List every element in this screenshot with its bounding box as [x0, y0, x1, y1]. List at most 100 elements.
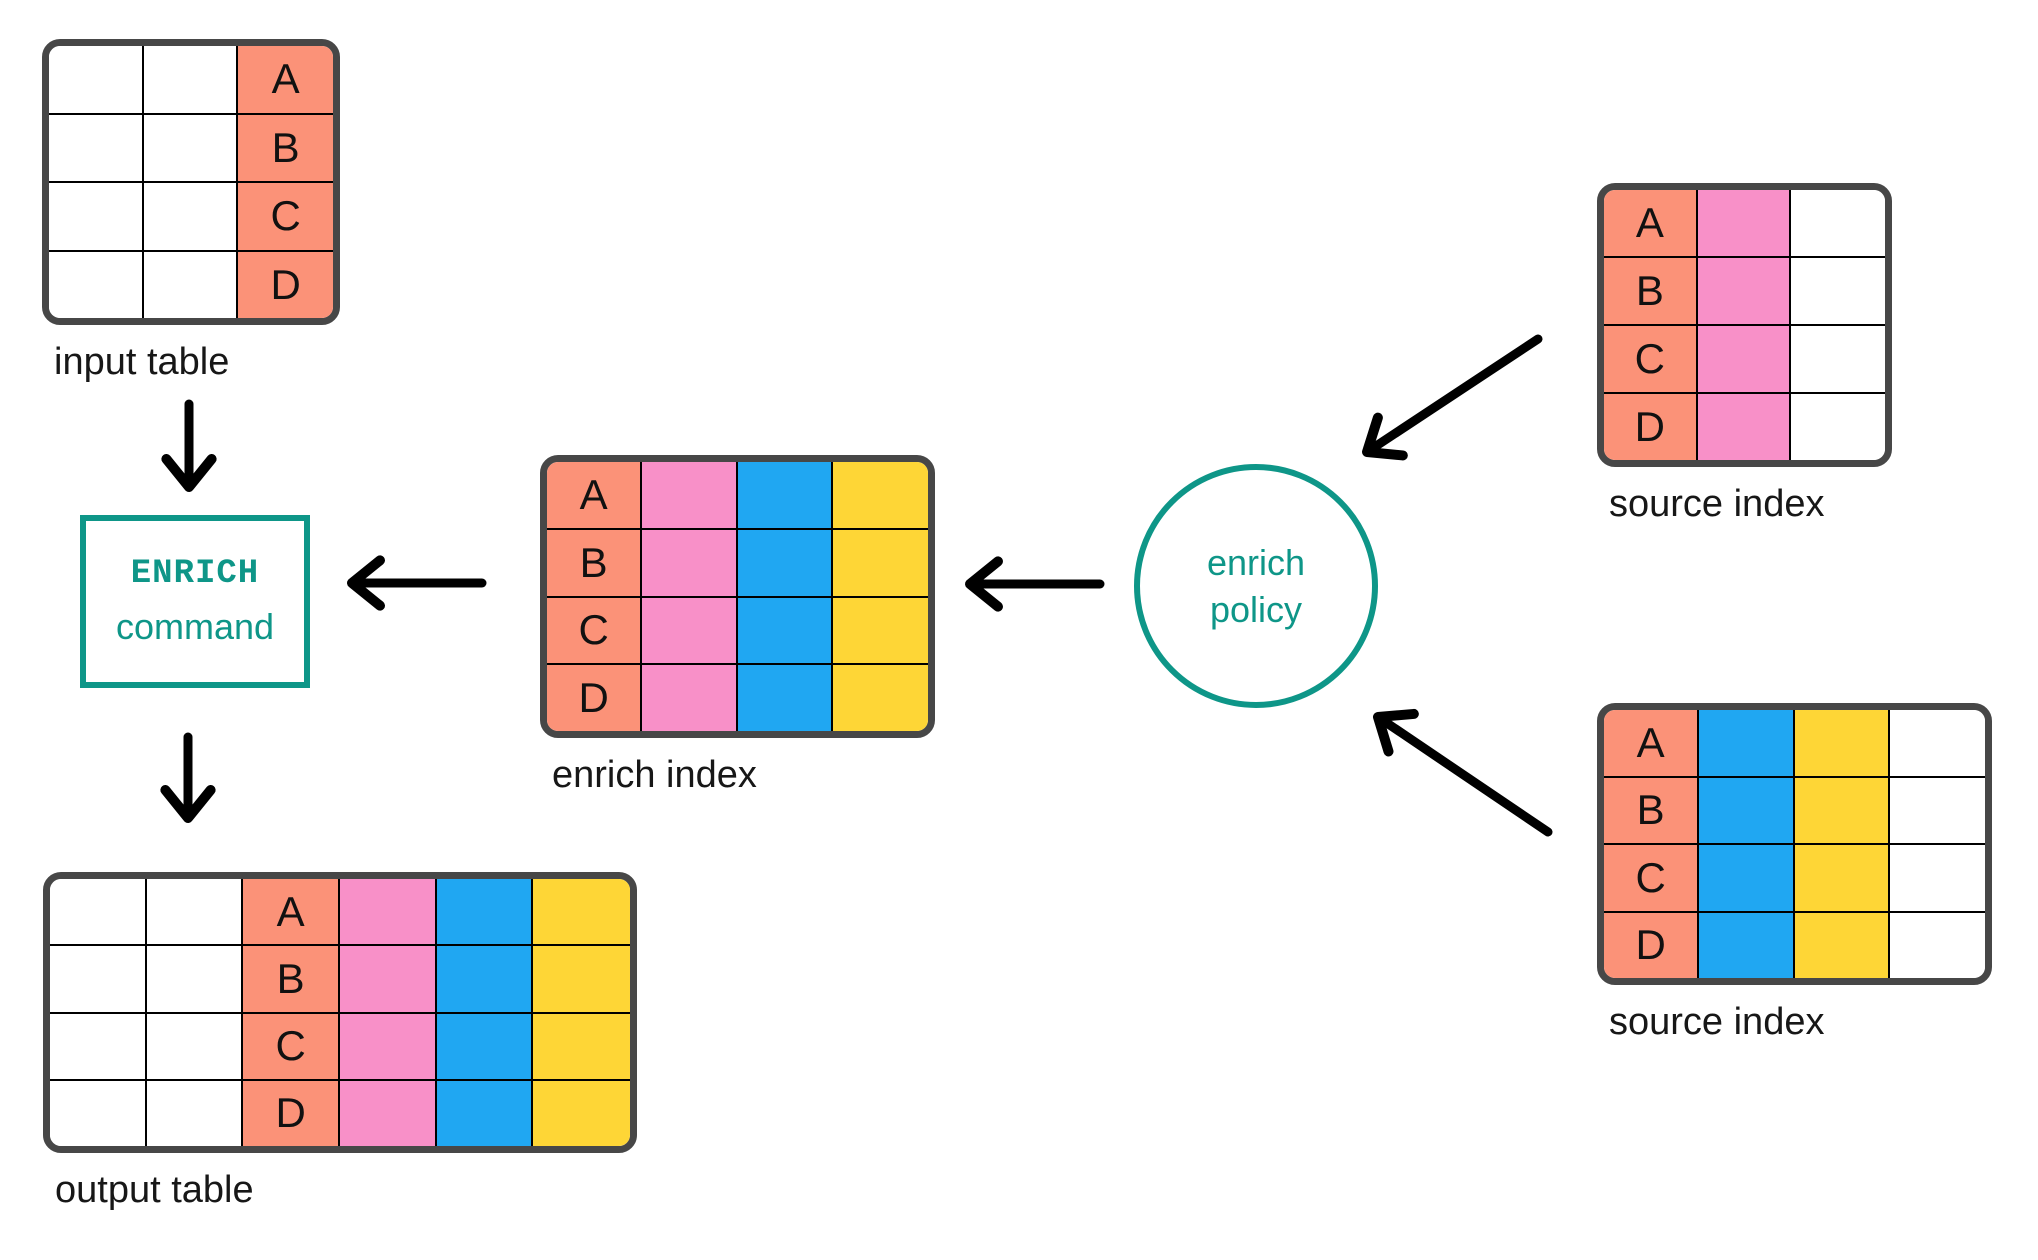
source-index-top-cell-r3c3 — [1791, 326, 1885, 394]
enrich-index-cell-r1c4 — [832, 462, 928, 530]
source-index-bottom-cell-r4c1: D — [1604, 912, 1700, 978]
arrow-source-index-top-to-enrich-policy — [1362, 334, 1543, 461]
output-table-cell-r4c1 — [50, 1080, 147, 1146]
source-index-top-cell-r3c1: C — [1604, 326, 1698, 394]
enrich-command-box: ENRICH command — [80, 515, 310, 688]
source-index-bottom-cell-r3c4 — [1889, 845, 1985, 913]
source-index-bottom-cell-r1c2 — [1699, 710, 1795, 778]
output-table-cell-r1c6 — [533, 879, 630, 947]
enrich-index-cell-r3c2 — [642, 597, 738, 666]
output-table-cell-r3c4 — [339, 1013, 437, 1081]
output-table-cell-r4c5 — [436, 1080, 534, 1146]
output-table-cell-r1c3: A — [243, 879, 340, 947]
source-index-bottom-cell-r2c3 — [1794, 777, 1890, 845]
output-table-cell-r1c1 — [50, 879, 147, 947]
input-table-label: input table — [54, 341, 230, 383]
enrich-index-cell-r4c1: D — [547, 665, 643, 731]
input-table-cell-r1c3: A — [238, 46, 333, 115]
input-table-cell-r4c1 — [49, 251, 144, 318]
input-table-cell-r2c1 — [49, 114, 144, 183]
source-index-bottom-cell-r2c4 — [1889, 777, 1985, 845]
source-index-top-cell-r1c2 — [1697, 190, 1792, 258]
input-table-cell-r2c2 — [143, 114, 239, 183]
source-index-bottom-cell-r3c1: C — [1604, 845, 1700, 913]
output-table-cell-r3c3: C — [243, 1013, 340, 1081]
output-table-cell-r4c4 — [339, 1080, 437, 1146]
output-table-cell-r3c6 — [533, 1013, 630, 1081]
output-table-cell-r3c5 — [436, 1013, 534, 1081]
source-index-bottom-cell-r4c2 — [1699, 912, 1795, 978]
enrich-index-cell-r3c4 — [832, 597, 928, 666]
source-index-bottom-cell-r3c2 — [1699, 845, 1795, 913]
enrich-command-word: command — [115, 606, 275, 647]
enrich-policy-circle: enrich policy — [1134, 464, 1378, 708]
output-table-cell-r4c2 — [146, 1080, 244, 1146]
source-index-top-cell-r4c2 — [1697, 394, 1792, 460]
source-index-top-label: source index — [1609, 483, 1825, 525]
enrich-index-cell-r2c3 — [737, 529, 833, 598]
source-index-bottom-cell-r4c4 — [1889, 912, 1985, 978]
enrich-index-cell-r4c3 — [737, 665, 833, 731]
output-table-cell-r1c4 — [339, 879, 437, 947]
output-table-cell-r3c1 — [50, 1013, 147, 1081]
input-table-cell-r3c2 — [143, 183, 239, 252]
enrich-index-cell-r2c4 — [832, 529, 928, 598]
input-table-cell-r1c1 — [49, 46, 144, 115]
source-index-bottom-cell-r1c1: A — [1604, 710, 1700, 778]
arrow-enrich-command-to-output-table — [160, 732, 216, 823]
input-table-cell-r1c2 — [143, 46, 239, 115]
source-index-top-cell-r1c1: A — [1604, 190, 1698, 258]
source-index-bottom-cell-r1c4 — [1889, 710, 1985, 778]
input-table-cell-r2c3: B — [238, 114, 333, 183]
source-index-bottom-cell-r1c3 — [1794, 710, 1890, 778]
output-table-cell-r2c3: B — [243, 946, 340, 1014]
source-index-top-cell-r4c1: D — [1604, 394, 1698, 460]
arrow-enrich-index-to-enrich-command — [347, 555, 487, 611]
output-table-cell-r2c6 — [533, 946, 630, 1014]
output-table-cell-r2c5 — [436, 946, 534, 1014]
source-index-top-cell-r3c2 — [1697, 326, 1792, 394]
output-table-cell-r4c3: D — [243, 1080, 340, 1146]
source-index-bottom-cell-r4c3 — [1794, 912, 1890, 978]
enrich-command-keyword: ENRICH — [130, 555, 260, 593]
enrich-index-cell-r2c2 — [642, 529, 738, 598]
enrich-index-cell-r4c4 — [832, 665, 928, 731]
source-index-top-cell-r4c3 — [1791, 394, 1885, 460]
output-table-cell-r4c6 — [533, 1080, 630, 1146]
enrich-index-cell-r2c1: B — [547, 529, 643, 598]
output-table-cell-r2c4 — [339, 946, 437, 1014]
input-table-cell-r4c2 — [143, 251, 239, 318]
input-table-cell-r4c3: D — [238, 251, 333, 318]
enrich-index-cell-r1c3 — [737, 462, 833, 530]
source-index-bottom-cell-r2c1: B — [1604, 777, 1700, 845]
enrich-index-cell-r4c2 — [642, 665, 738, 731]
enrich-index-cell-r3c3 — [737, 597, 833, 666]
enrich-index-cell-r3c1: C — [547, 597, 643, 666]
source-index-bottom-cell-r3c3 — [1794, 845, 1890, 913]
source-index-top-cell-r1c3 — [1791, 190, 1885, 258]
arrow-enrich-policy-to-enrich-index — [965, 556, 1105, 612]
source-index-top-cell-r2c2 — [1697, 258, 1792, 326]
output-table-cell-r2c1 — [50, 946, 147, 1014]
enrich-policy-line2: policy — [1209, 589, 1303, 630]
output-table-cell-r2c2 — [146, 946, 244, 1014]
source-index-top-cell-r2c1: B — [1604, 258, 1698, 326]
arrow-source-index-bottom-to-enrich-policy — [1373, 708, 1553, 837]
enrich-index-label: enrich index — [552, 754, 757, 796]
enrich-policy-line1: enrich — [1206, 542, 1306, 583]
output-table-label: output table — [55, 1169, 254, 1211]
input-table-cell-r3c3: C — [238, 183, 333, 252]
source-index-top-cell-r2c3 — [1791, 258, 1885, 326]
output-table-cell-r1c5 — [436, 879, 534, 947]
